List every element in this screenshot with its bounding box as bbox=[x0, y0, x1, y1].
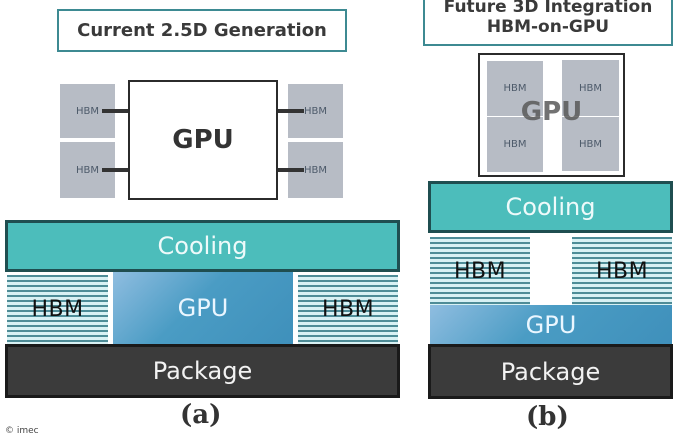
hbm-chip-label: HBM bbox=[578, 82, 602, 94]
package-layer: Package bbox=[428, 344, 673, 399]
gpu-layer-label: GPU bbox=[525, 311, 577, 339]
hbm-chip-label: HBM bbox=[75, 105, 99, 117]
panel-b-title-line1: Future 3D Integration bbox=[443, 0, 653, 17]
hbm-chip-label: HBM bbox=[578, 138, 602, 150]
package-label: Package bbox=[152, 357, 253, 385]
hbm-chip-label: HBM bbox=[303, 164, 327, 176]
gpu-layer: GPU bbox=[430, 305, 672, 345]
copyright-credit: © imec bbox=[5, 426, 39, 436]
interconnect-wire bbox=[276, 168, 304, 172]
hbm-stack-left: HBM bbox=[7, 275, 108, 344]
cooling-label: Cooling bbox=[505, 193, 596, 221]
hbm-chip: HBM bbox=[288, 142, 343, 198]
hbm-on-gpu-chip: HBM HBM HBM HBM GPU bbox=[478, 53, 625, 177]
hbm-stack-left: HBM bbox=[430, 237, 530, 305]
interconnect-wire bbox=[102, 168, 130, 172]
hbm-chip-label: HBM bbox=[303, 105, 327, 117]
cooling-layer: Cooling bbox=[428, 181, 673, 233]
gpu-layer: GPU bbox=[113, 272, 293, 344]
hbm-chip-label: HBM bbox=[503, 139, 527, 150]
figure-label-b: (b) bbox=[526, 402, 569, 432]
gpu-chip-label: GPU bbox=[520, 97, 583, 127]
hbm-stack-label: HBM bbox=[31, 297, 84, 322]
package-label: Package bbox=[500, 357, 601, 386]
cooling-label: Cooling bbox=[157, 232, 248, 260]
hbm-chip: HBM bbox=[487, 117, 543, 172]
panel-a-title-text: Current 2.5D Generation bbox=[77, 19, 327, 41]
hbm-chip-label: HBM bbox=[503, 83, 527, 94]
hbm-stack-label: HBM bbox=[595, 258, 649, 284]
panel-a-title: Current 2.5D Generation bbox=[57, 9, 347, 52]
panel-b-title: Future 3D Integration HBM-on-GPU bbox=[423, 0, 673, 46]
interconnect-wire bbox=[102, 109, 130, 113]
hbm-chip-label: HBM bbox=[75, 164, 99, 176]
hbm-chip: HBM bbox=[562, 60, 619, 116]
cooling-layer: Cooling bbox=[5, 220, 400, 272]
gpu-layer-label: GPU bbox=[177, 294, 229, 322]
hbm-stack-right: HBM bbox=[298, 275, 398, 344]
hbm-stack-label: HBM bbox=[321, 297, 375, 322]
hbm-stack-label: HBM bbox=[453, 258, 507, 284]
hbm-chip: HBM bbox=[487, 61, 543, 116]
gpu-chip-label: GPU bbox=[172, 125, 234, 155]
hbm-stack-right: HBM bbox=[572, 237, 672, 305]
hbm-chip: HBM bbox=[562, 117, 619, 171]
figure-label-a: (a) bbox=[180, 400, 222, 430]
panel-b-title-line2: HBM-on-GPU bbox=[486, 17, 610, 37]
package-layer: Package bbox=[5, 344, 400, 398]
interconnect-wire bbox=[276, 109, 304, 113]
gpu-chip: GPU bbox=[128, 80, 278, 200]
